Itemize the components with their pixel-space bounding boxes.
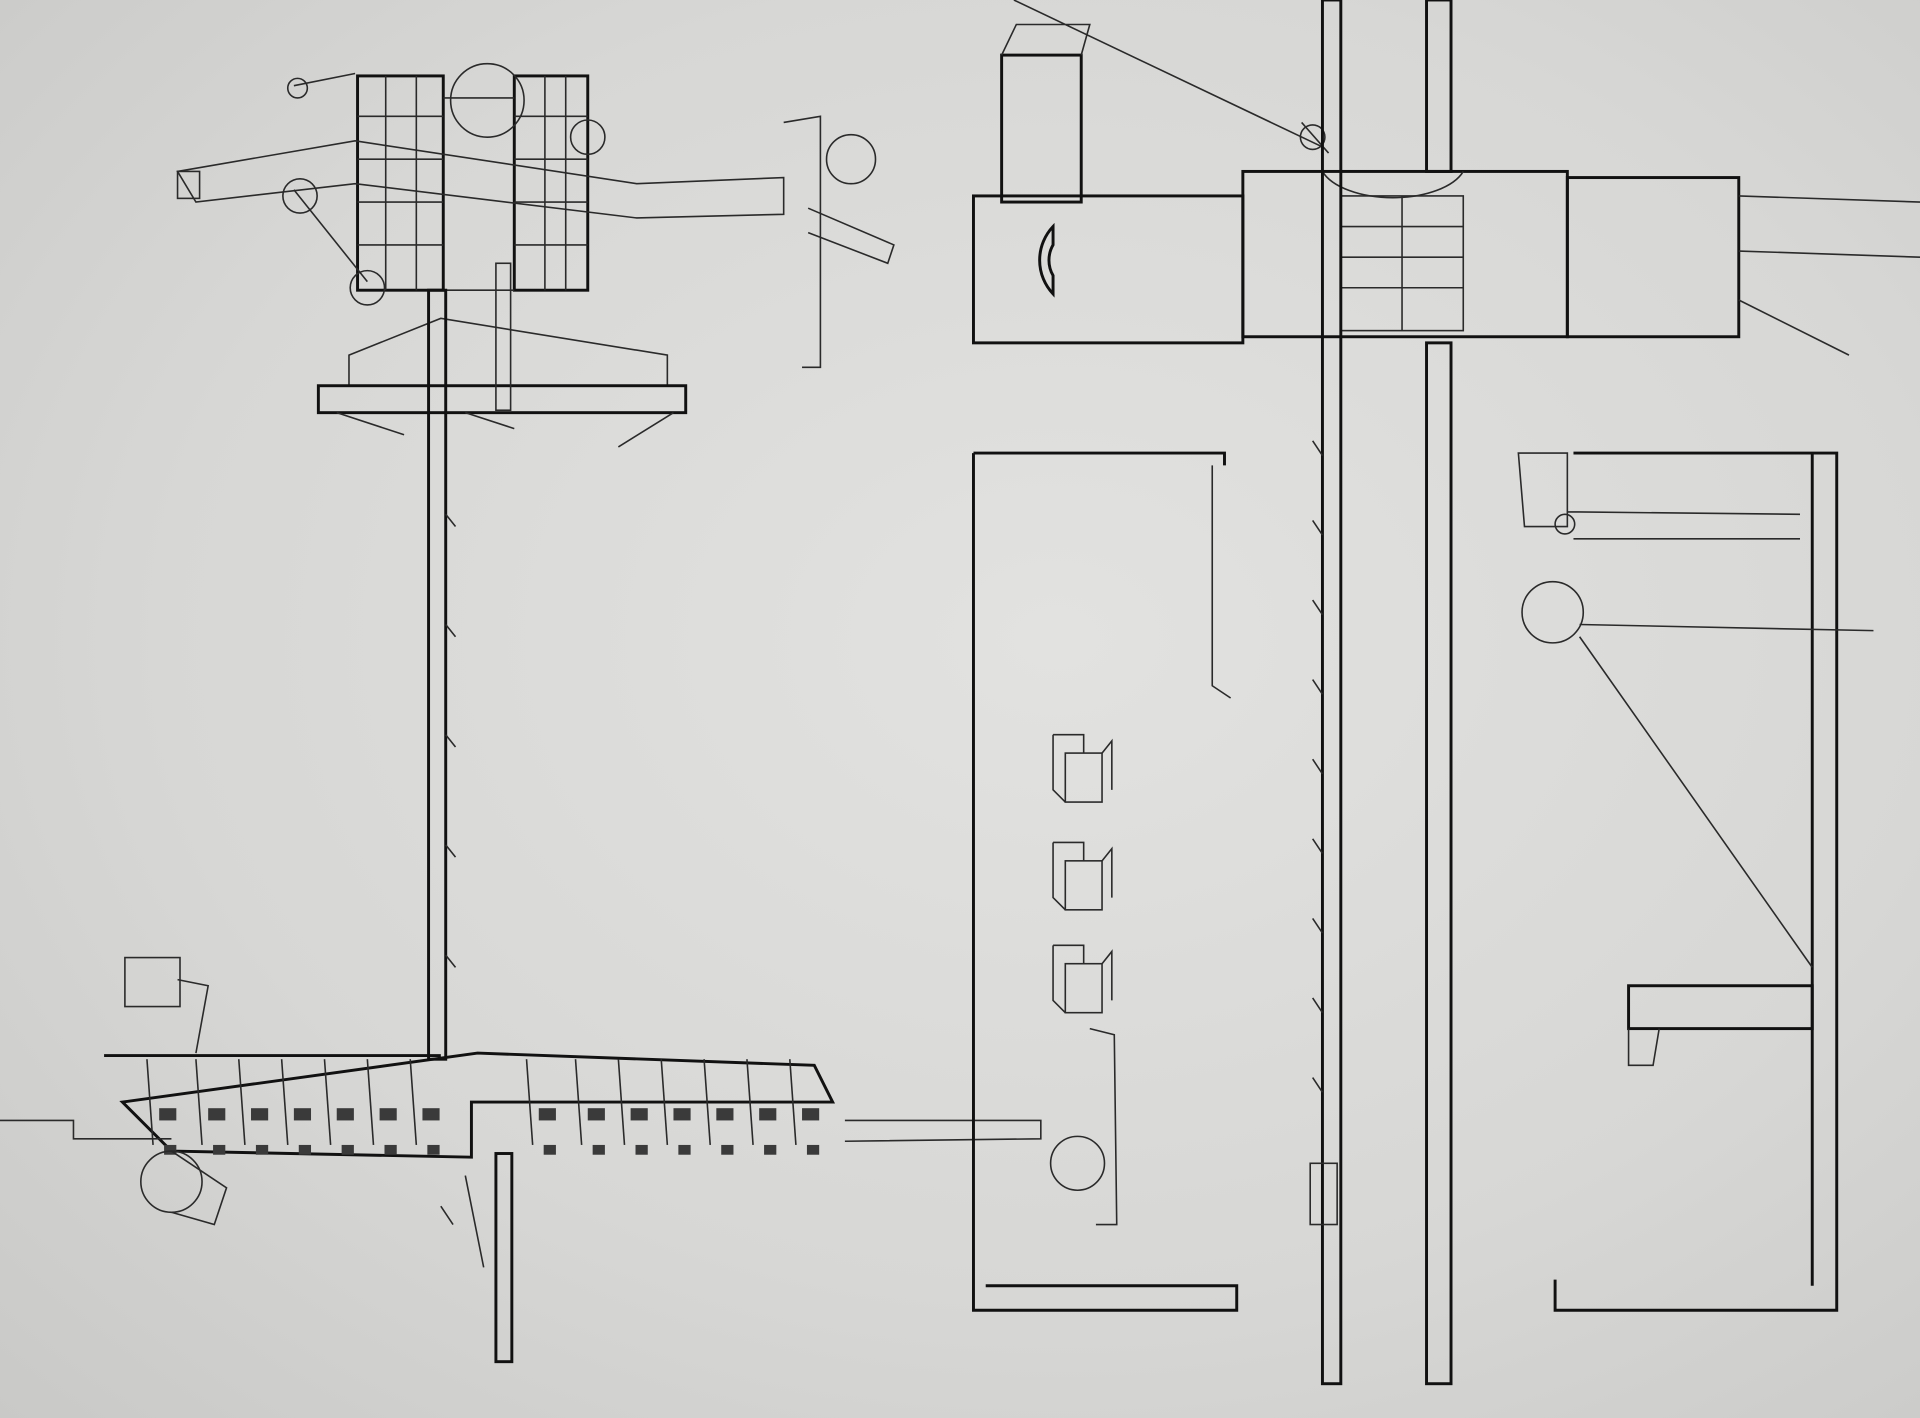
window bbox=[806, 1144, 820, 1155]
structural-bay-line bbox=[237, 1059, 246, 1145]
bracket-mark bbox=[1311, 599, 1324, 616]
window bbox=[422, 1108, 440, 1121]
bracket-mark bbox=[1311, 997, 1324, 1014]
window bbox=[587, 1108, 605, 1121]
window bbox=[592, 1144, 605, 1155]
window bbox=[538, 1108, 556, 1121]
window bbox=[427, 1144, 440, 1155]
window bbox=[293, 1108, 312, 1121]
bracket-mark bbox=[1311, 917, 1324, 934]
bracket-mark bbox=[1311, 1077, 1324, 1093]
left-wing-platform bbox=[316, 317, 688, 448]
window bbox=[721, 1144, 734, 1155]
structural-bay-line bbox=[323, 1059, 332, 1145]
small-box-frame bbox=[1052, 944, 1113, 1014]
bracket-mark bbox=[1311, 440, 1324, 456]
window bbox=[164, 1144, 177, 1155]
bracket-mark bbox=[1311, 838, 1324, 854]
left-bottom-bar bbox=[0, 956, 1042, 1364]
window bbox=[635, 1144, 648, 1155]
window bbox=[341, 1144, 354, 1155]
structural-bay-line bbox=[280, 1059, 289, 1145]
small-box-frame bbox=[1052, 841, 1113, 911]
window bbox=[802, 1108, 820, 1121]
structural-bay-line bbox=[366, 1059, 375, 1145]
window bbox=[678, 1144, 691, 1155]
window bbox=[159, 1108, 177, 1121]
structural-bay-line bbox=[789, 1059, 797, 1145]
window bbox=[759, 1108, 777, 1121]
window bbox=[716, 1108, 734, 1121]
structural-bay-line bbox=[195, 1059, 203, 1145]
structural-bay-line bbox=[574, 1059, 583, 1145]
window bbox=[543, 1144, 556, 1155]
left-column bbox=[427, 262, 512, 1061]
right-complex bbox=[972, 0, 1920, 1386]
window bbox=[213, 1144, 226, 1155]
structural-bay-line bbox=[703, 1059, 711, 1145]
window bbox=[336, 1108, 354, 1121]
window bbox=[384, 1144, 397, 1155]
structural-bay-line bbox=[525, 1059, 534, 1145]
small-box-frame bbox=[1052, 733, 1113, 803]
structural-bay-line bbox=[617, 1059, 626, 1145]
structural-bay-line bbox=[409, 1059, 418, 1145]
structural-bay-line bbox=[660, 1059, 669, 1145]
bracket-mark bbox=[1311, 758, 1324, 775]
window bbox=[764, 1144, 777, 1155]
small-box bbox=[1064, 752, 1103, 803]
left-tower-top bbox=[176, 62, 895, 369]
small-box bbox=[1064, 962, 1103, 1014]
window bbox=[673, 1108, 691, 1121]
window bbox=[379, 1108, 397, 1121]
window bbox=[208, 1108, 226, 1121]
structural-bay-line bbox=[746, 1059, 754, 1145]
window bbox=[255, 1144, 269, 1155]
window bbox=[251, 1108, 269, 1121]
structural-bay-line bbox=[146, 1059, 154, 1145]
small-box bbox=[1064, 860, 1103, 911]
window bbox=[298, 1144, 312, 1155]
bracket-mark bbox=[1311, 679, 1324, 695]
bracket-mark bbox=[1311, 519, 1324, 536]
window bbox=[630, 1108, 648, 1121]
